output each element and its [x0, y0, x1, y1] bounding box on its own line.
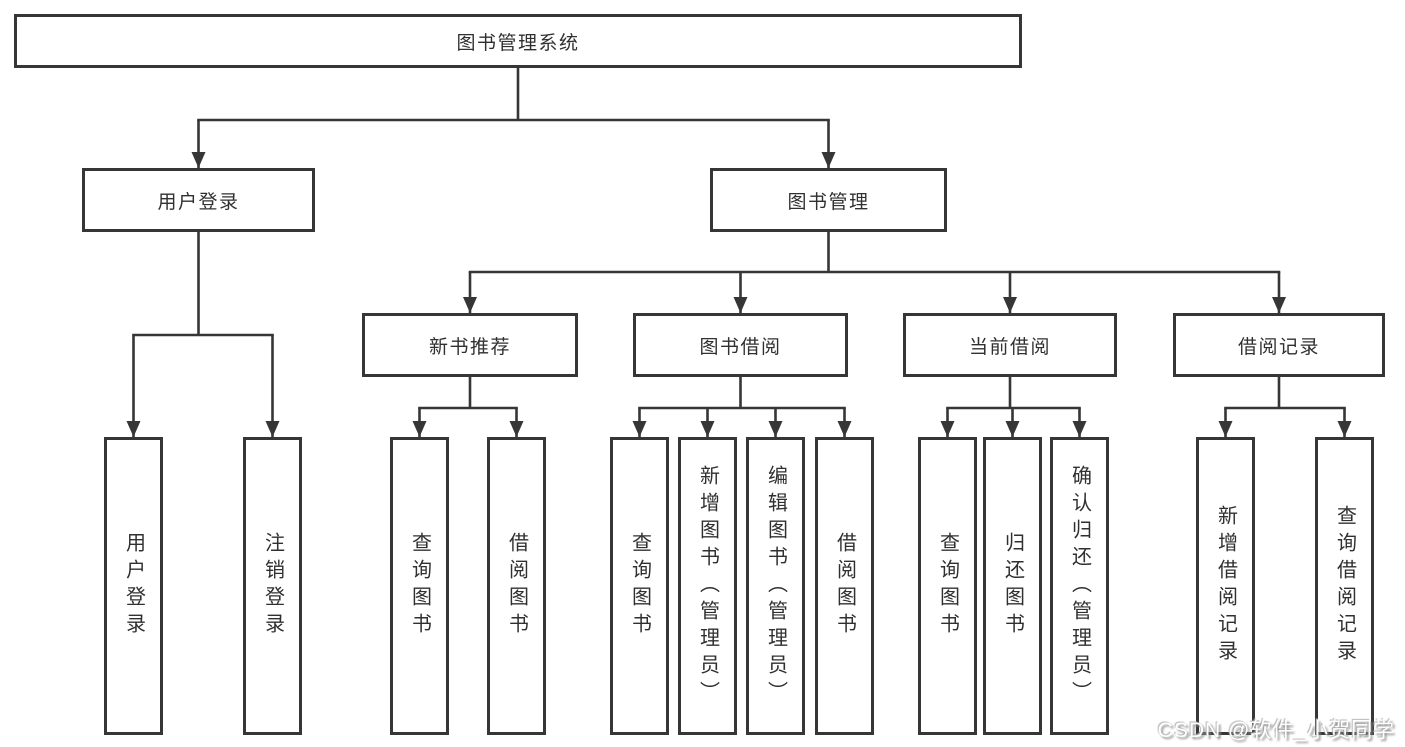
leaf-user-login: 用户登录	[104, 437, 163, 735]
node-new-book-recommend: 新书推荐	[362, 313, 578, 377]
leaf-confirm-return-admin: 确认归还（管理员）	[1050, 437, 1109, 735]
leaf-label: 借阅图书	[505, 532, 528, 640]
leaf-return-books: 归还图书	[983, 437, 1042, 735]
leaf-label: 新增图书（管理员）	[696, 464, 719, 708]
node-user-login: 用户登录	[82, 168, 315, 232]
csdn-watermark: CSDN @软件_小贺同学	[1157, 719, 1395, 742]
leaf-query-borrow-record: 查询借阅记录	[1315, 437, 1374, 735]
node-label: 用户登录	[157, 191, 240, 213]
leaf-add-books-admin: 新增图书（管理员）	[678, 437, 737, 735]
leaf-add-borrow-record: 新增借阅记录	[1196, 437, 1255, 735]
leaf-label: 注销登录	[261, 532, 284, 640]
leaf-logout: 注销登录	[243, 437, 302, 735]
leaf-borrow-books: 借阅图书	[815, 437, 874, 735]
leaf-label: 新增借阅记录	[1214, 505, 1237, 667]
node-label: 图书管理	[787, 191, 870, 213]
node-label: 借阅记录	[1237, 336, 1320, 358]
leaf-label: 查询图书	[936, 532, 959, 640]
leaf-label: 查询图书	[408, 532, 431, 640]
leaf-label: 编辑图书（管理员）	[764, 464, 787, 708]
leaf-label: 查询图书	[628, 532, 651, 640]
leaf-query-books: 查询图书	[918, 437, 977, 735]
node-current-borrow: 当前借阅	[903, 313, 1117, 377]
leaf-borrow-books: 借阅图书	[487, 437, 546, 735]
leaf-label: 查询借阅记录	[1333, 505, 1356, 667]
node-book-borrow: 图书借阅	[633, 313, 848, 377]
node-label: 图书管理系统	[456, 32, 580, 54]
node-borrow-records: 借阅记录	[1173, 313, 1385, 377]
leaf-label: 归还图书	[1001, 532, 1024, 640]
leaf-query-books: 查询图书	[390, 437, 449, 735]
node-label: 新书推荐	[428, 336, 511, 358]
leaf-edit-books-admin: 编辑图书（管理员）	[746, 437, 805, 735]
leaf-label: 借阅图书	[833, 532, 856, 640]
node-label: 当前借阅	[968, 336, 1051, 358]
node-label: 图书借阅	[699, 336, 782, 358]
node-book-management: 图书管理	[710, 168, 947, 232]
node-library-management-system: 图书管理系统	[14, 14, 1022, 68]
leaf-label: 用户登录	[122, 532, 145, 640]
leaf-query-books: 查询图书	[610, 437, 669, 735]
leaf-label: 确认归还（管理员）	[1068, 464, 1091, 708]
